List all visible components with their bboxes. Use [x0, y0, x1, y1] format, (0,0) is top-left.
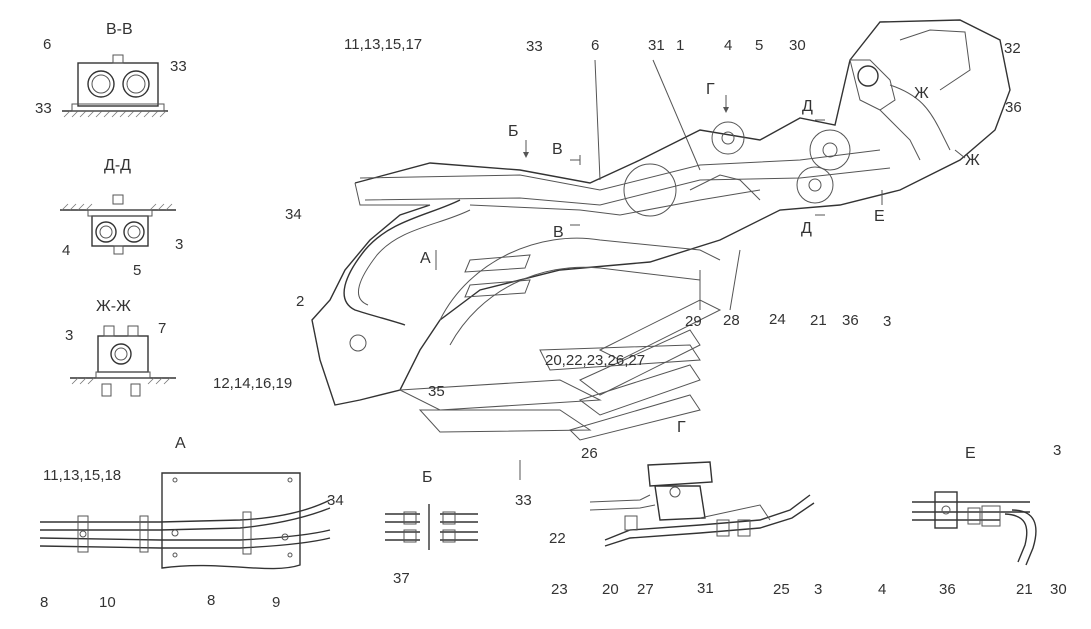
callout-21: 21	[810, 312, 827, 329]
callout-29: 29	[685, 313, 702, 330]
callout-10: 10	[99, 594, 116, 611]
callout-28: 28	[723, 312, 740, 329]
callout-34: 34	[327, 492, 344, 509]
section-zhzh-drawing	[70, 325, 176, 397]
callout-4: 4	[62, 242, 71, 259]
callout-7: 7	[158, 320, 167, 337]
callout-36: 36	[939, 581, 956, 598]
callout-30: 30	[1050, 581, 1067, 598]
detail-title-a: А	[175, 435, 186, 452]
callout-25: 25	[773, 581, 790, 598]
callout-4: 4	[724, 37, 733, 54]
callout-23: 23	[551, 581, 568, 598]
callout-34: 34	[285, 206, 302, 223]
section-title-zhzh: Ж-Ж	[96, 298, 131, 315]
callout-33: 33	[35, 100, 52, 117]
callout-3: 3	[1053, 442, 1062, 459]
callout-9: 9	[272, 594, 281, 611]
detail-b-drawing	[385, 504, 478, 550]
marker-g: Г	[706, 81, 715, 98]
marker-zh-right: Ж	[965, 152, 980, 169]
callout-12-14-16-19: 12,14,16,19	[213, 375, 293, 392]
detail-title-g: Г	[677, 419, 686, 436]
callout-33: 33	[515, 492, 532, 509]
detail-g-drawing	[589, 461, 815, 547]
callout-33: 33	[526, 38, 543, 55]
main-frame-drawing	[311, 19, 1011, 480]
callout-5: 5	[133, 262, 142, 279]
callout-3: 3	[883, 313, 892, 330]
callout-22: 22	[549, 530, 566, 547]
marker-b: Б	[508, 123, 519, 140]
callout-36: 36	[842, 312, 859, 329]
callout-35: 35	[428, 383, 445, 400]
callout-3: 3	[175, 236, 184, 253]
marker-e: Е	[874, 208, 885, 225]
marker-a: А	[420, 250, 431, 267]
marker-v-top: В	[552, 141, 563, 158]
marker-d-top: Д	[802, 98, 813, 115]
callout-36: 36	[1005, 99, 1022, 116]
callout-20-22-23-26-27: 20,22,23,26,27	[545, 352, 646, 369]
callout-33: 33	[170, 58, 187, 75]
callout-5: 5	[755, 37, 764, 54]
callout-26: 26	[581, 445, 598, 462]
callout-11-13-15-18: 11,13,15,18	[43, 467, 122, 484]
callout-11-13-15-17: 11,13,15,17	[344, 36, 423, 53]
marker-v-bottom: В	[553, 224, 564, 241]
section-title-dd: Д-Д	[104, 157, 131, 174]
callout-21: 21	[1016, 581, 1033, 598]
detail-title-e: Е	[965, 445, 976, 462]
callout-32: 32	[1004, 40, 1021, 57]
callout-24: 24	[769, 311, 786, 328]
callout-31: 31	[648, 37, 665, 54]
callout-4: 4	[878, 581, 887, 598]
callout-20: 20	[602, 581, 619, 598]
callout-6: 6	[43, 36, 52, 53]
marker-d-bottom: Д	[801, 220, 812, 237]
callout-8: 8	[40, 594, 49, 611]
callout-2: 2	[296, 293, 305, 310]
section-dd-drawing	[60, 194, 176, 255]
callout-27: 27	[637, 581, 654, 598]
callout-1: 1	[676, 37, 685, 54]
marker-zh: Ж	[914, 85, 929, 102]
section-vv-drawing	[62, 54, 168, 118]
callout-3: 3	[814, 581, 823, 598]
callout-31: 31	[697, 580, 714, 597]
callout-6: 6	[591, 37, 600, 54]
section-title-vv: В-В	[106, 21, 133, 38]
callout-30: 30	[789, 37, 806, 54]
callout-3: 3	[65, 327, 74, 344]
detail-a-drawing	[39, 472, 331, 570]
callout-8: 8	[207, 592, 216, 609]
callout-37: 37	[393, 570, 410, 587]
detail-e-drawing	[912, 491, 1037, 566]
detail-title-b: Б	[422, 469, 433, 486]
